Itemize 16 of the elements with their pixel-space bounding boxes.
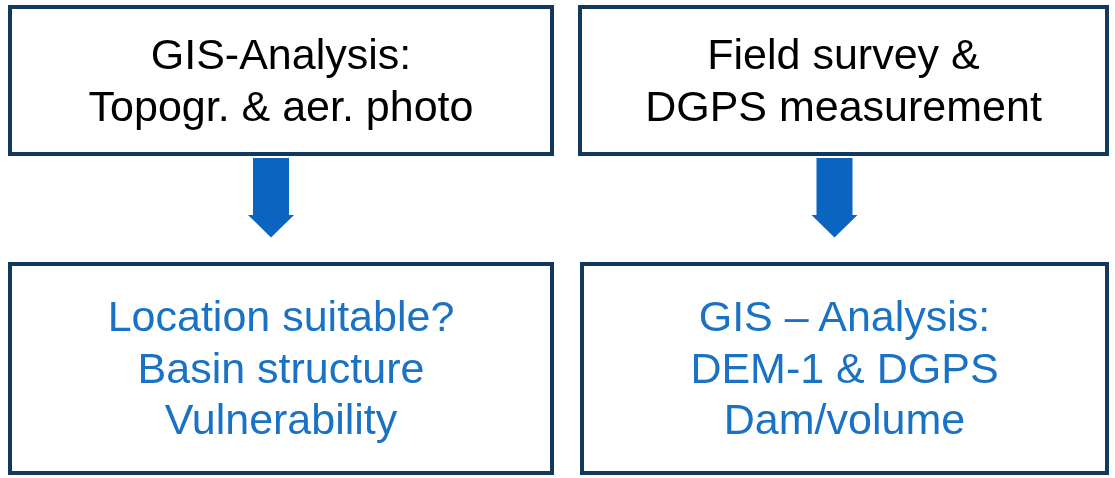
box-text: DGPS measurement: [645, 80, 1042, 132]
box-text: Dam/volume: [723, 394, 966, 446]
box-text: Vulnerability: [164, 394, 398, 446]
box-text: Location suitable?: [107, 291, 455, 343]
process-box: [8, 5, 554, 156]
box-text: Basin structure: [137, 342, 425, 394]
process-box: [578, 5, 1109, 156]
box-text: GIS – Analysis:: [698, 291, 991, 343]
box-text: Topogr. & aer. photo: [88, 80, 474, 132]
block-arrow: [248, 158, 294, 238]
box-text: Field survey &: [707, 28, 980, 80]
result-box: [580, 262, 1109, 475]
block-arrow: [811, 158, 858, 238]
result-box: [8, 262, 554, 475]
box-text: DEM-1 & DGPS: [690, 342, 999, 394]
box-text: GIS-Analysis:: [150, 28, 412, 80]
